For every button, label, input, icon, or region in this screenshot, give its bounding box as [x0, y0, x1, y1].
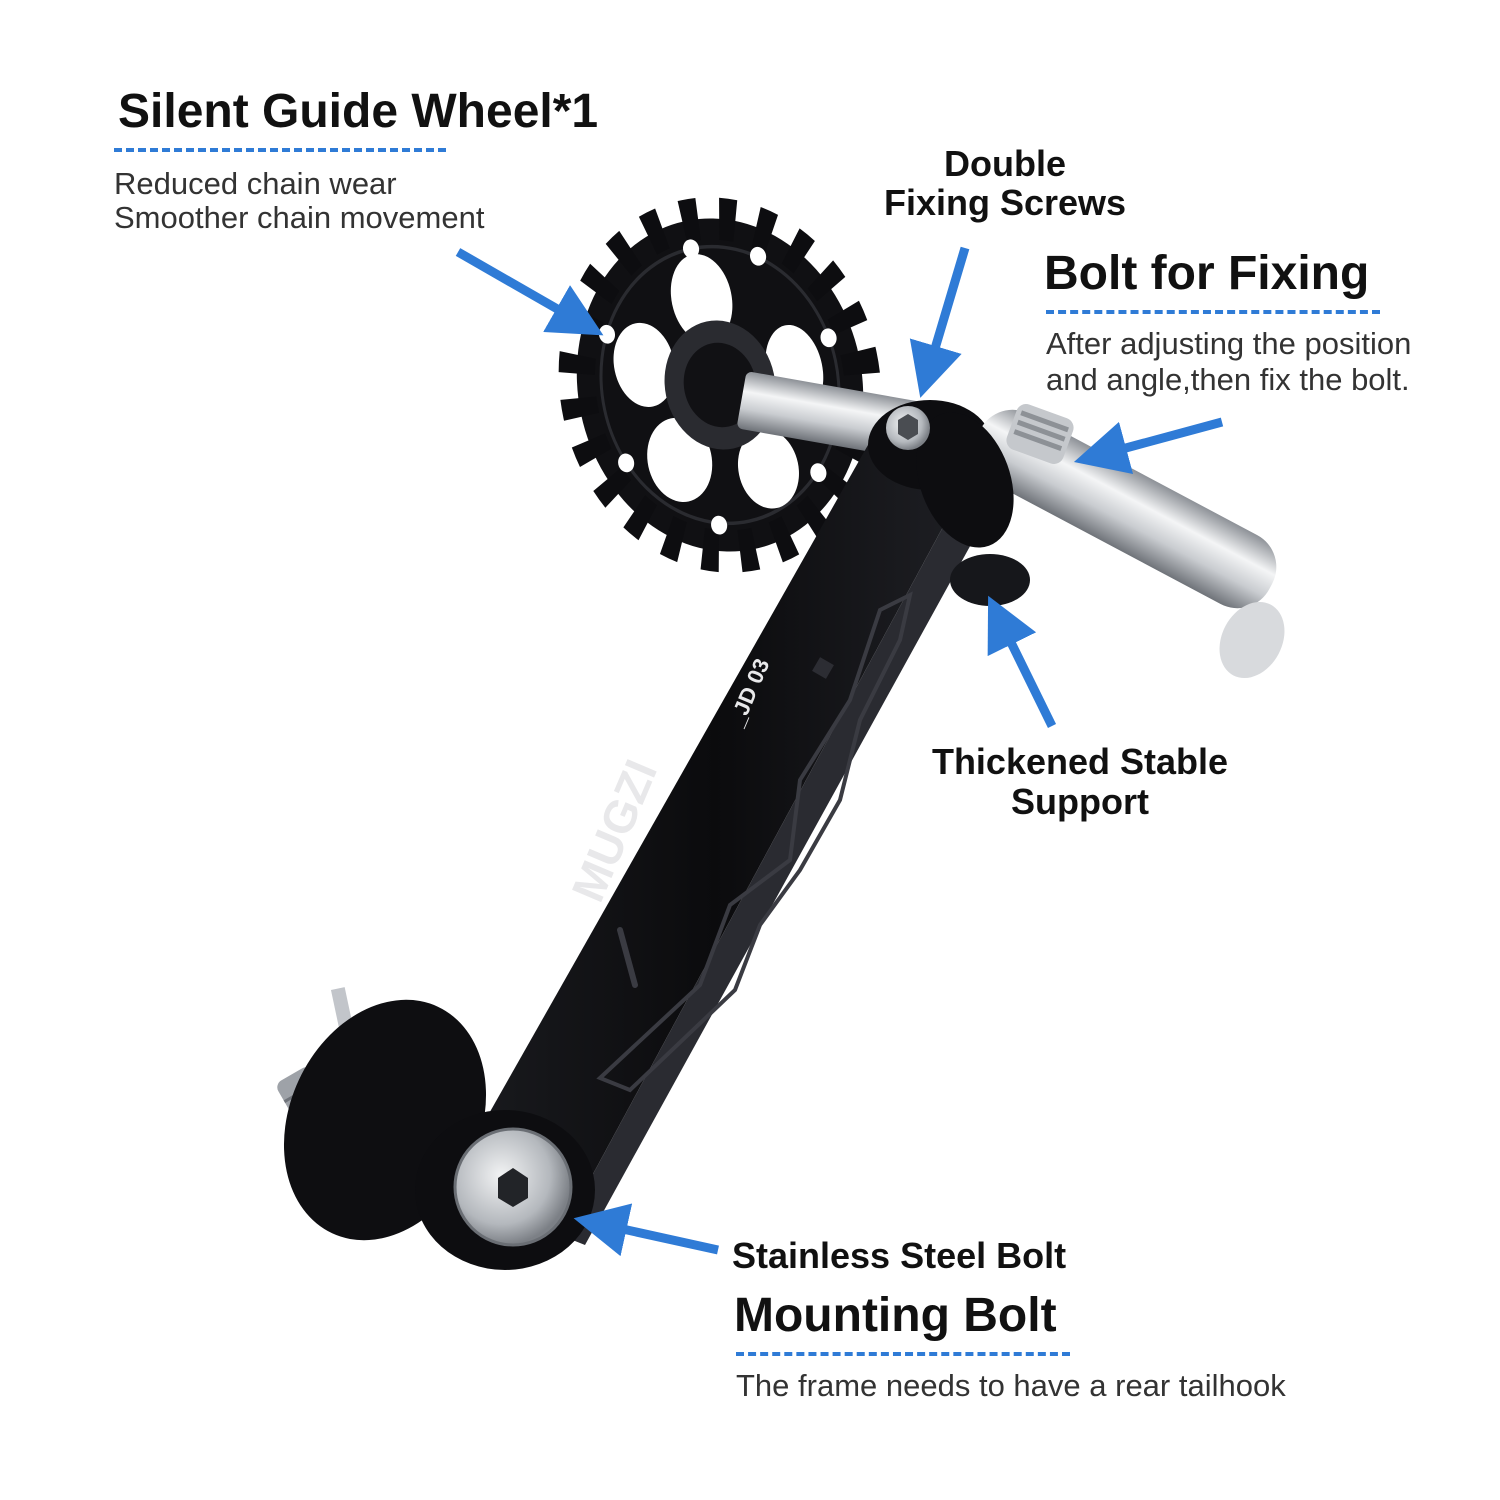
guide-wheel-arrow	[455, 248, 604, 336]
fixing-bolt-line-2: and angle,then fix the bolt.	[1046, 362, 1410, 397]
fixing-bolt-title: Bolt for Fixing	[1044, 247, 1370, 300]
stable-support-line-2: Support	[1011, 781, 1149, 822]
fixing-bolt-line-1: After adjusting the position	[1046, 326, 1412, 361]
stainless-bolt-arrow	[573, 1203, 719, 1257]
fixing-screw	[886, 406, 930, 450]
mounting-bolt-divider	[736, 1352, 1070, 1356]
guide-wheel-title: Silent Guide Wheel*1	[118, 85, 599, 138]
fixing-screw-arrow	[909, 246, 970, 398]
guide-wheel-divider	[114, 148, 446, 152]
callout-arrows	[455, 246, 1224, 1257]
stable-support-line-1: Thickened Stable	[931, 741, 1229, 782]
guide-wheel-line-2: Smoother chain movement	[114, 200, 485, 235]
fixing-screws-line-2: Fixing Screws	[883, 182, 1127, 223]
fixing-bolt-divider	[1046, 310, 1380, 314]
stable-support-arrow	[987, 595, 1057, 728]
mounting-bolt-line-1: The frame needs to have a rear tailhook	[736, 1368, 1286, 1403]
stainless-bolt-label: Stainless Steel Bolt	[732, 1235, 1067, 1276]
fixing-bolt-arrow	[1073, 417, 1224, 475]
stainless-bolt	[453, 1127, 573, 1247]
mounting-bolt-title: Mounting Bolt	[734, 1289, 1057, 1342]
guide-wheel-line-1: Reduced chain wear	[114, 166, 397, 201]
clamp-assembly	[916, 404, 1285, 679]
fixing-screws-line-1: Double	[944, 143, 1066, 184]
